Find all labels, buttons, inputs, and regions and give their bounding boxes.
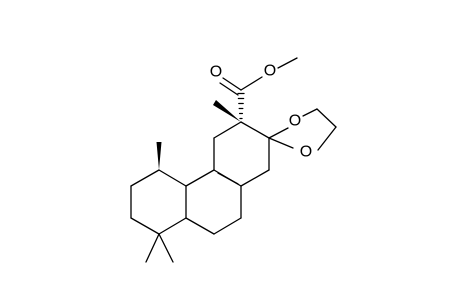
gem-dimethyl-bonds bbox=[145, 233, 174, 263]
bond bbox=[240, 169, 270, 187]
bond bbox=[268, 127, 289, 139]
bond bbox=[222, 77, 242, 91]
bond bbox=[277, 57, 298, 69]
bond bbox=[316, 108, 337, 128]
bond bbox=[130, 169, 160, 187]
bond bbox=[145, 233, 160, 263]
bond bbox=[158, 233, 174, 263]
bond bbox=[158, 169, 187, 187]
quaternary-carbon-bonds bbox=[213, 57, 298, 122]
wedge-bond-angular-methyl bbox=[156, 142, 162, 170]
bond bbox=[219, 82, 239, 96]
bond bbox=[130, 217, 160, 235]
bond bbox=[213, 217, 242, 235]
bond bbox=[213, 121, 242, 139]
atom-labels: O O O O bbox=[210, 63, 312, 161]
atom-label-dioxolane-oxygen-top: O bbox=[289, 113, 301, 130]
atom-label-ester-oxygen: O bbox=[264, 63, 276, 80]
dioxolane-bonds bbox=[268, 108, 337, 151]
bond bbox=[185, 217, 215, 235]
bond bbox=[317, 126, 337, 151]
ring-c-bonds bbox=[213, 121, 270, 187]
atom-label-dioxolane-oxygen-bottom: O bbox=[300, 144, 312, 161]
bond bbox=[268, 137, 294, 149]
bond bbox=[240, 76, 263, 91]
bond bbox=[158, 217, 187, 235]
double-bond-inner-line bbox=[217, 172, 239, 185]
bond bbox=[240, 121, 270, 139]
hashed-wedge-bond-ester bbox=[237, 92, 245, 120]
bond bbox=[185, 169, 215, 187]
ring-b-bonds bbox=[185, 169, 242, 235]
wedge-bond-methyl bbox=[213, 100, 241, 122]
atom-label-carbonyl-oxygen: O bbox=[210, 64, 222, 81]
bond bbox=[302, 108, 318, 117]
ring-a-bonds bbox=[130, 169, 187, 235]
